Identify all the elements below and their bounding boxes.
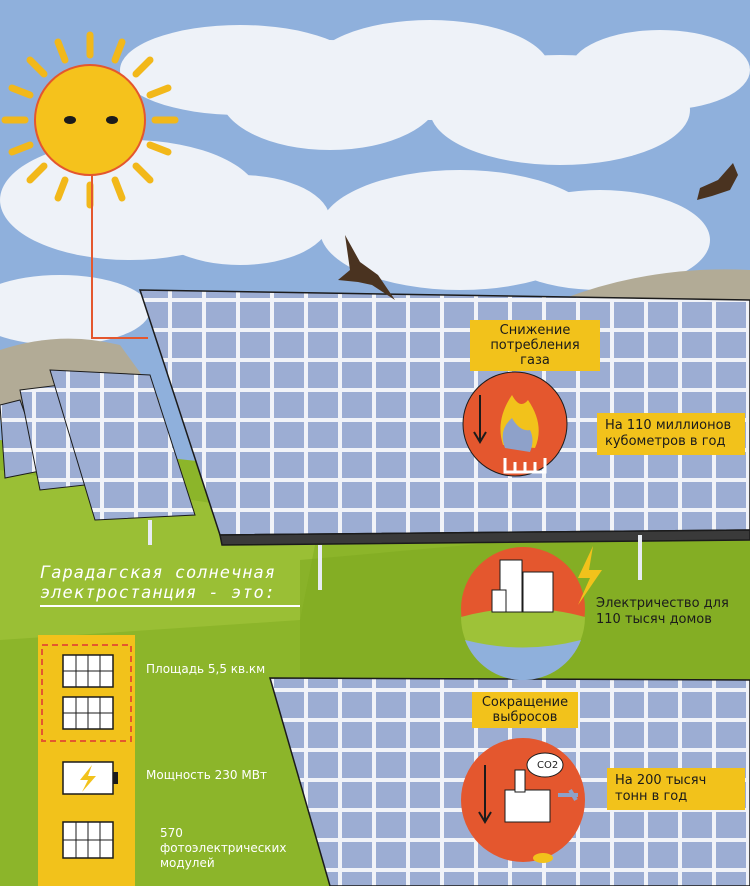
factory-co2-icon — [461, 738, 585, 863]
electricity-value: Электричество для 110 тысяч домов — [596, 596, 729, 627]
title-line-1: Гарадагская солнечная — [40, 563, 276, 583]
power-caption: Мощность 230 МВт — [146, 768, 267, 782]
panel-supports — [148, 520, 642, 590]
panel-row-far — [0, 369, 196, 521]
title-line-2: электростанция - это: — [40, 583, 276, 603]
gas-reduction-label: Снижение потребления газа — [470, 320, 600, 371]
clouds — [0, 20, 750, 345]
gas-reduction-value: На 110 миллионов кубометров в год — [597, 413, 745, 455]
panel-icon-grid — [63, 655, 113, 858]
page-title: Гарадагская солнечная электростанция - э… — [40, 563, 300, 607]
city-lightning-icon — [461, 546, 602, 681]
emissions-value: На 200 тысяч тонн в год — [607, 768, 745, 810]
co2-label: CO2 — [537, 760, 559, 771]
gas-flame-icon — [462, 371, 568, 477]
eagle-icon-2 — [697, 163, 738, 200]
area-caption: Площадь 5,5 кв.км — [146, 662, 266, 676]
sun-wire — [91, 175, 148, 339]
eagle-icon — [338, 235, 395, 300]
battery-icon — [62, 761, 118, 795]
modules-caption: 570 фотоэлектрических модулей — [160, 826, 287, 870]
emissions-label: Сокращение выбросов — [472, 692, 578, 728]
sun-icon — [1, 31, 179, 209]
